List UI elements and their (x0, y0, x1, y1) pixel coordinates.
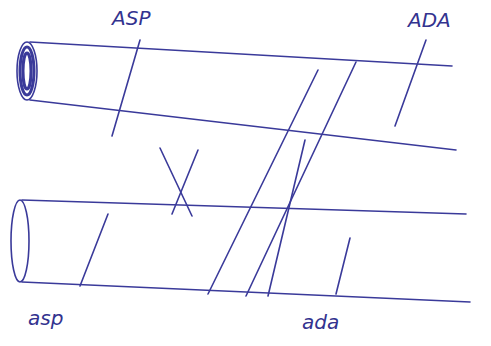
diagonal-line (246, 62, 356, 296)
tube-outline (22, 200, 466, 214)
cross-line (172, 150, 198, 214)
tube-end (20, 47, 34, 95)
tube-outline (22, 282, 470, 302)
part-label: asp (26, 306, 65, 330)
section-line (336, 238, 350, 294)
part-label: ADA (406, 8, 453, 32)
part-label: ASP (110, 6, 152, 30)
tube-end (17, 42, 37, 100)
tube-outline (30, 100, 456, 150)
section-line (80, 214, 108, 286)
part-label: ada (300, 310, 341, 334)
section-line (395, 40, 426, 126)
tube-end (23, 53, 31, 89)
diagonal-line (268, 140, 305, 296)
tube-outline (30, 42, 452, 66)
section-line (112, 40, 140, 136)
tube-end (11, 200, 29, 282)
